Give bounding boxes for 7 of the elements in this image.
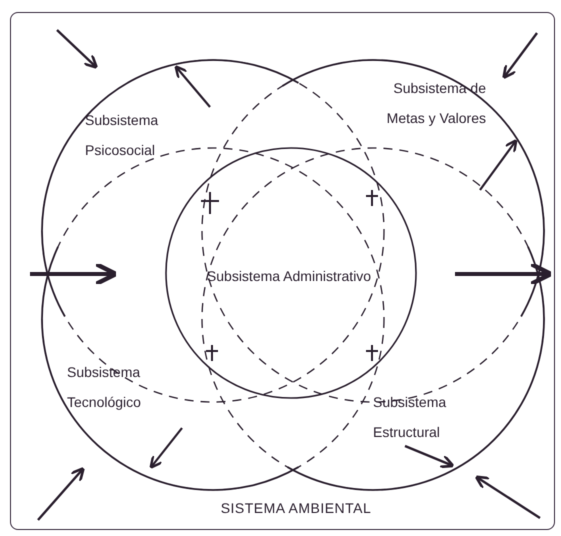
environment-frame: [10, 12, 555, 530]
subsystem-label: Subsistema Psicosocial: [85, 111, 160, 160]
subsystem-label: Subsistema Tecnológico: [67, 363, 142, 412]
subsystem-label: Subsistema Administrativo: [206, 267, 372, 286]
subsystem-circle: [201, 147, 545, 491]
subsystem-label: Subsistema Estructural: [373, 393, 448, 442]
system-title: SISTEMA AMBIENTAL: [220, 499, 372, 518]
